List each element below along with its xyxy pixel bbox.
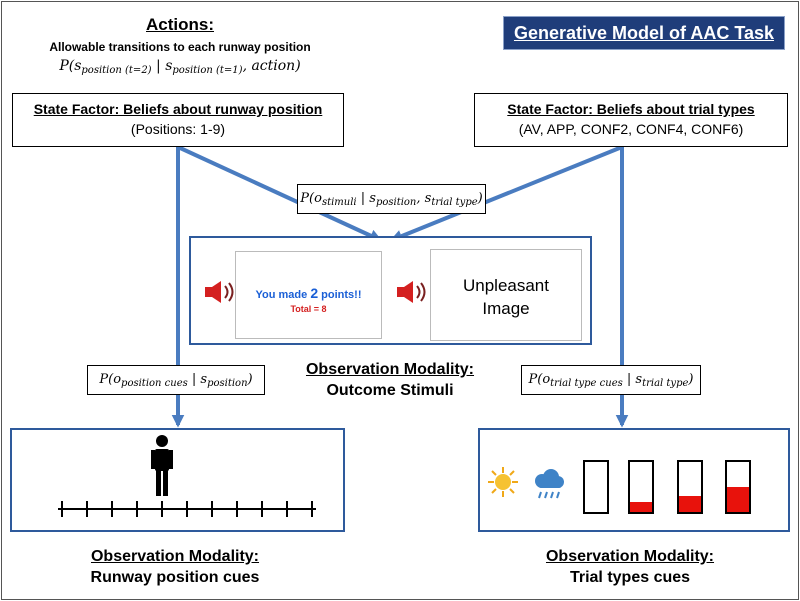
state-trial-title: State Factor: Beliefs about trial types	[507, 101, 755, 117]
points-panel: You made 2 points!! Total = 8	[235, 251, 382, 339]
unpleasant-image-panel: Unpleasant Image	[430, 249, 582, 341]
diagram-title: Generative Model of AAC Task	[503, 16, 785, 50]
formula-trial-cues: P(otrial type cues | strial type)	[528, 371, 694, 389]
actions-title: Actions:	[146, 15, 214, 34]
outcome-modality-title: Observation Modality:	[305, 361, 475, 378]
formula-position-cues-box: P(oposition cues | sposition)	[87, 365, 265, 395]
actions-block: Actions: Allowable transitions to each r…	[20, 15, 340, 76]
runway-graphic	[58, 435, 316, 517]
state-trial-detail: (AV, APP, CONF2, CONF4, CONF6)	[518, 121, 744, 137]
diagram-title-text: Generative Model of AAC Task	[513, 22, 775, 43]
runway-ticks	[61, 501, 313, 517]
points-prefix: You made	[255, 289, 308, 301]
formula-stimuli: P(ostimuli | sposition, strial type)	[300, 190, 483, 208]
points-suffix: points!!	[321, 289, 362, 301]
outcome-modality-name: Outcome Stimuli	[326, 382, 454, 399]
formula-trial-cues-box: P(otrial type cues | strial type)	[521, 365, 701, 395]
gauge-fill	[679, 495, 701, 512]
state-factor-position-box: State Factor: Beliefs about runway posit…	[12, 93, 344, 147]
state-position-detail: (Positions: 1-9)	[130, 121, 226, 137]
rain-cloud-icon	[535, 469, 564, 499]
gauge-low	[628, 460, 654, 514]
formula-stimuli-box: P(ostimuli | sposition, strial type)	[297, 184, 486, 214]
trial-modality-caption: Observation Modality: Trial types cues	[495, 546, 765, 588]
total-value: 8	[321, 304, 327, 314]
state-position-title: State Factor: Beliefs about runway posit…	[33, 101, 323, 117]
speaker-icon	[205, 281, 234, 303]
arrow-trial-to-stimuli	[389, 145, 623, 243]
gauge-empty	[583, 460, 609, 514]
points-total: Total = 8	[236, 304, 381, 314]
runway-modality-name: Runway position cues	[90, 569, 260, 586]
trial-cues-box	[478, 428, 790, 532]
unpleasant-image-line2: Image	[482, 299, 530, 318]
arrow-position-to-stimuli	[177, 145, 383, 242]
sun-icon	[488, 467, 518, 497]
gauge-mid	[677, 460, 703, 514]
formula-position-cues: P(oposition cues | sposition)	[99, 371, 253, 389]
gauge-high	[725, 460, 751, 514]
trial-modality-title: Observation Modality:	[545, 548, 715, 565]
runway-modality-title: Observation Modality:	[90, 548, 260, 565]
actions-formula: P(sposition (t=2) | sposition (t=1), act…	[59, 58, 301, 76]
gauge-fill	[727, 487, 749, 512]
speaker-icon	[397, 281, 426, 303]
points-message: You made 2 points!!	[236, 285, 381, 301]
unpleasant-image-line1: Unpleasant	[462, 276, 549, 295]
total-label: Total =	[290, 304, 322, 314]
actions-subtitle: Allowable transitions to each runway pos…	[49, 40, 311, 54]
trial-modality-name: Trial types cues	[569, 569, 691, 586]
state-factor-trial-box: State Factor: Beliefs about trial types …	[474, 93, 788, 147]
points-value: 2	[310, 285, 319, 301]
unpleasant-image-label: Unpleasant Image	[431, 274, 581, 320]
person-icon	[151, 435, 173, 496]
outcome-modality-caption: Observation Modality: Outcome Stimuli	[270, 359, 510, 401]
runway-modality-caption: Observation Modality: Runway position cu…	[40, 546, 310, 588]
runway-box	[10, 428, 345, 532]
outcome-stimuli-box: You made 2 points!! Total = 8 Unpleasant…	[189, 236, 592, 345]
gauge-fill	[630, 502, 652, 512]
